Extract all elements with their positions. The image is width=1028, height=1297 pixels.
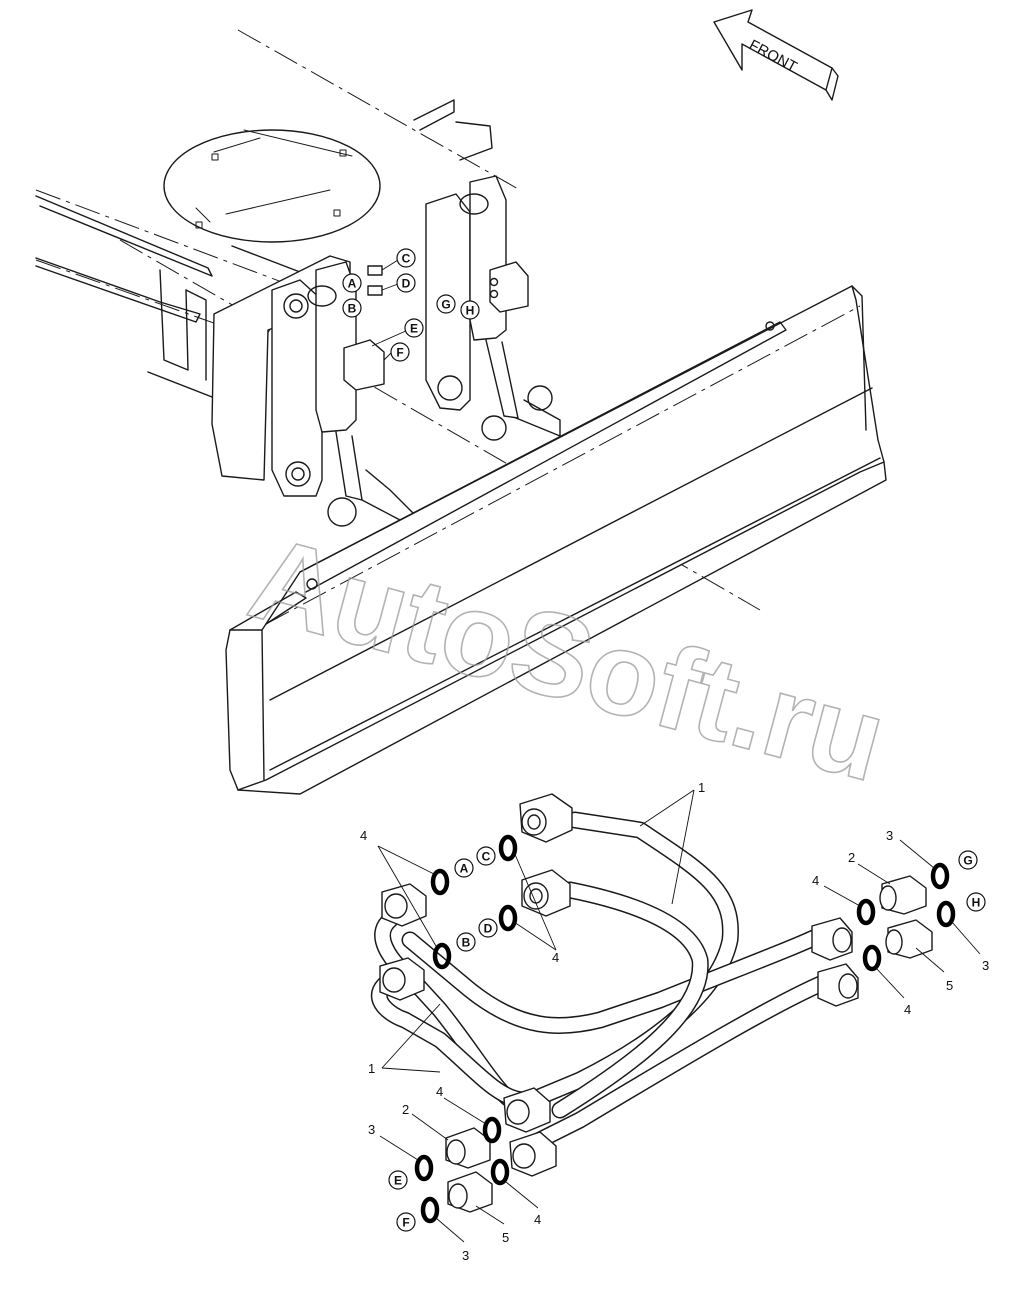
svg-text:F: F <box>402 1216 409 1230</box>
o-rings <box>414 834 956 1224</box>
label-oring-left: 4 <box>360 828 367 843</box>
hose-assembly <box>370 793 859 1177</box>
dozer-blade <box>225 285 887 795</box>
oring-a <box>430 868 450 896</box>
svg-text:H: H <box>972 896 981 910</box>
oring-b <box>432 942 452 970</box>
oring-h-outer <box>936 900 956 928</box>
svg-text:F: F <box>396 346 403 360</box>
port-a-top: A <box>342 273 362 293</box>
label-oring-small-g: 3 <box>886 828 893 843</box>
port-g-top: G <box>436 294 456 314</box>
port-b-hose: B <box>456 932 476 952</box>
label-oring-h: 4 <box>904 1002 911 1017</box>
port-a-hose: A <box>454 858 474 878</box>
oring-g-outer <box>930 862 950 890</box>
svg-text:E: E <box>410 322 418 336</box>
adapters <box>445 875 933 1213</box>
label-adapter-e: 2 <box>402 1102 409 1117</box>
port-callouts: A B C D E F G H A C B D G H E F <box>342 248 986 1232</box>
label-oring-small-h: 3 <box>982 958 989 973</box>
label-oring-small-e: 3 <box>368 1122 375 1137</box>
svg-text:D: D <box>484 922 493 936</box>
svg-text:H: H <box>466 304 475 318</box>
svg-text:G: G <box>441 298 450 312</box>
oring-c <box>498 834 518 862</box>
part-labels: 1 1 4 4 4 2 3 4 5 3 4 2 3 4 5 3 <box>360 780 989 1263</box>
port-d-top: D <box>396 273 416 293</box>
port-e-hose: E <box>388 1170 408 1190</box>
svg-text:D: D <box>402 277 411 291</box>
port-g-hose: G <box>958 850 978 870</box>
svg-text:C: C <box>482 850 491 864</box>
oring-f-inner <box>490 1158 510 1186</box>
label-oring-mid: 4 <box>552 950 559 965</box>
label-adapter-g: 2 <box>848 850 855 865</box>
label-adapter-f: 5 <box>502 1230 509 1245</box>
port-c-hose: C <box>476 846 496 866</box>
svg-text:G: G <box>963 854 972 868</box>
oring-h-inner <box>862 944 882 972</box>
port-h-top: H <box>460 300 480 320</box>
port-f-top: F <box>390 342 410 362</box>
label-adapter-h: 5 <box>946 978 953 993</box>
port-e-top: E <box>404 318 424 338</box>
oring-e-inner <box>482 1116 502 1144</box>
label-oring-e: 4 <box>436 1084 443 1099</box>
port-b-top: B <box>342 298 362 318</box>
label-oring-f: 4 <box>534 1212 541 1227</box>
port-d-hose: D <box>478 918 498 938</box>
svg-text:B: B <box>462 936 471 950</box>
oring-d <box>498 904 518 932</box>
blade-mount <box>211 175 561 527</box>
port-c-top: C <box>396 248 416 268</box>
port-f-hose: F <box>396 1212 416 1232</box>
label-hose-bottom: 1 <box>368 1061 375 1076</box>
svg-text:C: C <box>402 252 411 266</box>
oring-f-outer <box>420 1196 440 1224</box>
port-h-hose: H <box>966 892 986 912</box>
label-hose-top: 1 <box>698 780 705 795</box>
svg-text:A: A <box>348 277 357 291</box>
svg-text:B: B <box>348 302 357 316</box>
oring-g-inner <box>856 898 876 926</box>
label-oring-small-f: 3 <box>462 1248 469 1263</box>
svg-text:A: A <box>460 862 469 876</box>
label-oring-g: 4 <box>812 873 819 888</box>
front-arrow: FRONT <box>713 9 839 101</box>
oring-e-outer <box>414 1154 434 1182</box>
svg-text:E: E <box>394 1174 402 1188</box>
